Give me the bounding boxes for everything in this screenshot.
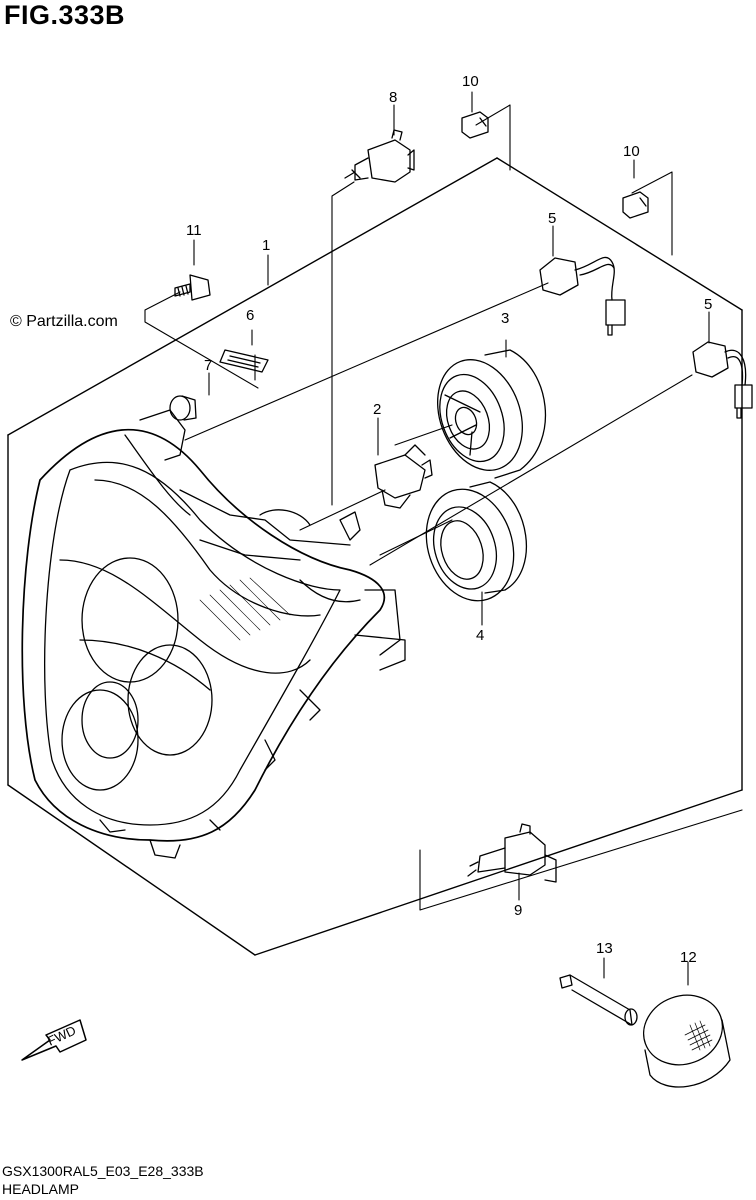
callout-11: 11 xyxy=(186,222,202,239)
callout-5-upper: 5 xyxy=(548,210,556,227)
callout-5-right: 5 xyxy=(704,296,712,313)
callout-6: 6 xyxy=(246,307,254,324)
rubber-cap-lower xyxy=(425,481,527,602)
position-bulb-right xyxy=(622,191,649,219)
assembly-frame xyxy=(7,157,743,956)
fwd-label: FWD xyxy=(45,1023,78,1049)
footer-diagram-name: HEADLAMP xyxy=(2,1181,80,1197)
callout-8: 8 xyxy=(389,89,397,106)
headlight-bulb-lower xyxy=(467,823,557,883)
figure-title: FIG.333B xyxy=(4,0,126,30)
label-sticker xyxy=(219,349,269,373)
grommet xyxy=(169,395,197,421)
screw xyxy=(174,274,211,301)
spacer-collar xyxy=(559,974,638,1026)
headlamp-housing xyxy=(21,409,406,859)
callout-10-upper: 10 xyxy=(462,73,479,90)
callout-1: 1 xyxy=(262,237,270,254)
socket-wire-right xyxy=(692,341,753,419)
callout-10-right: 10 xyxy=(623,143,640,160)
headlight-bulb-upper xyxy=(344,129,415,183)
position-bulb-upper xyxy=(461,111,489,139)
fwd-arrow xyxy=(21,1019,87,1061)
callouts: 1 2 3 4 5 5 6 7 8 9 10 10 11 12 13 xyxy=(186,73,712,966)
callout-3: 3 xyxy=(501,310,509,327)
leader-lines xyxy=(144,91,743,986)
callout-4: 4 xyxy=(476,627,484,644)
round-cover xyxy=(643,994,731,1088)
watermark-text: © Partzilla.com xyxy=(10,313,118,330)
callout-12: 12 xyxy=(680,949,697,966)
bulb-socket xyxy=(374,444,433,509)
callout-7: 7 xyxy=(204,357,212,374)
callout-13: 13 xyxy=(596,940,613,957)
callout-2: 2 xyxy=(373,401,381,418)
lens-hatching xyxy=(199,577,291,641)
socket-wire-upper xyxy=(539,256,626,336)
callout-9: 9 xyxy=(514,902,522,919)
rubber-cap-upper xyxy=(437,349,547,479)
footer-diagram-code: GSX1300RAL5_E03_E28_333B xyxy=(2,1163,204,1179)
